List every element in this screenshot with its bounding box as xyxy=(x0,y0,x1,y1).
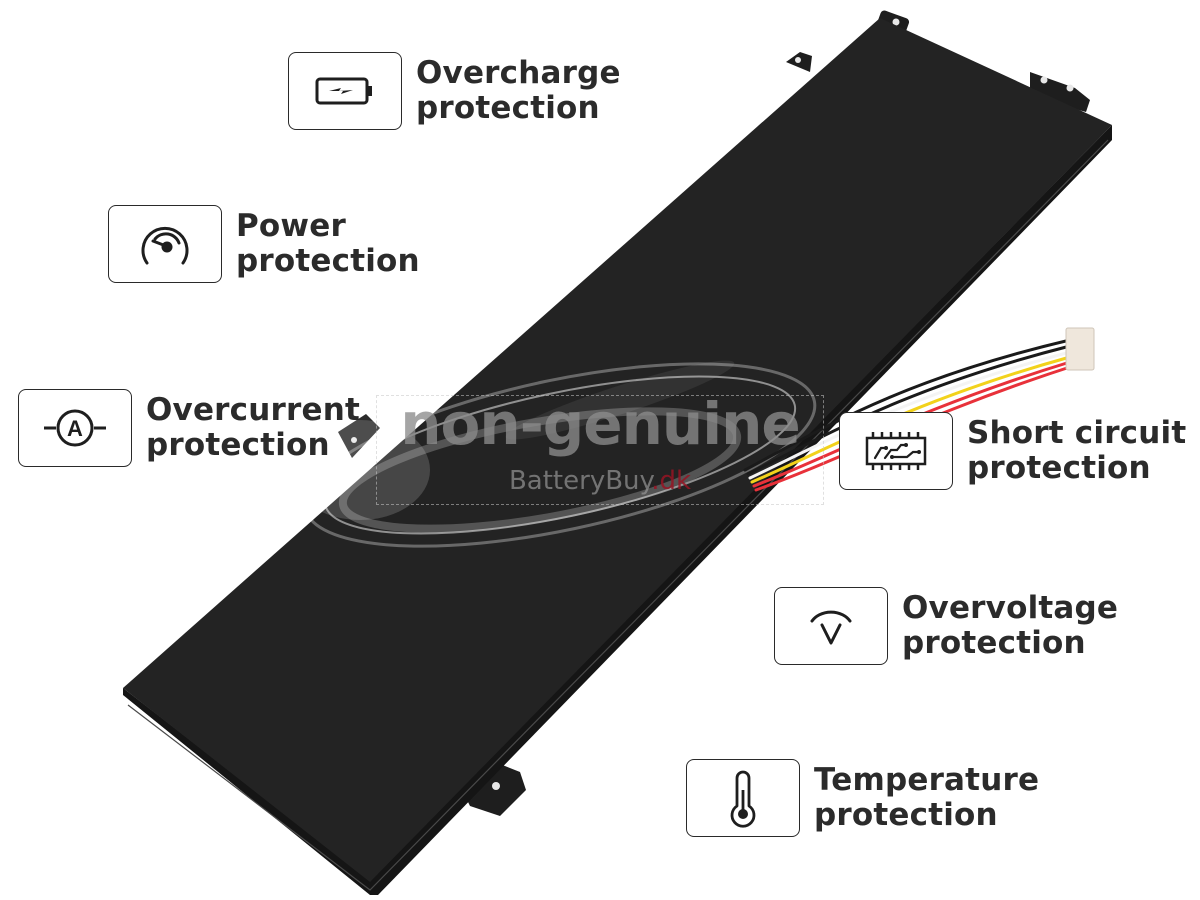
feature-icon-box xyxy=(774,587,888,665)
feature-overcharge: Overcharge protection xyxy=(288,52,621,130)
cable-connector xyxy=(1065,327,1095,371)
feature-subtitle: protection xyxy=(146,427,330,463)
feature-short-circuit: Short circuit protection xyxy=(839,412,1186,490)
circuit-chip-icon xyxy=(865,432,927,470)
feature-title: Overcurrent xyxy=(146,392,361,428)
battery-body xyxy=(123,18,1112,882)
feature-title: Overvoltage xyxy=(902,590,1119,626)
feature-title: Power xyxy=(236,208,346,244)
feature-icon-box: A xyxy=(18,389,132,467)
feature-subtitle: protection xyxy=(814,797,998,833)
feature-icon-box xyxy=(686,759,800,837)
feature-subtitle: protection xyxy=(902,625,1086,661)
battery-charge-icon xyxy=(315,77,372,105)
feature-temperature: Temperature protection xyxy=(686,759,1039,837)
feature-power: Power protection xyxy=(108,205,420,283)
feature-label: Temperature protection xyxy=(814,763,1039,833)
svg-text:A: A xyxy=(67,416,83,441)
feature-title: Overcharge xyxy=(416,55,621,91)
gauge-icon xyxy=(141,226,189,265)
ammeter-icon: A xyxy=(44,409,106,447)
light-swirl xyxy=(290,360,817,548)
voltage-icon xyxy=(810,610,852,645)
feature-overvoltage: Overvoltage protection xyxy=(774,587,1118,665)
feature-icon-box xyxy=(108,205,222,283)
feature-subtitle: protection xyxy=(416,90,600,126)
feature-label: Overvoltage protection xyxy=(902,591,1118,661)
feature-label: Overcurrent protection xyxy=(146,393,360,463)
feature-label: Power protection xyxy=(236,209,420,279)
thermometer-icon xyxy=(730,770,756,828)
feature-label: Overcharge protection xyxy=(416,56,621,126)
feature-subtitle: protection xyxy=(967,450,1151,486)
feature-subtitle: protection xyxy=(236,243,420,279)
feature-overcurrent: A Overcurrent protection xyxy=(18,389,360,467)
feature-title: Temperature xyxy=(814,762,1040,798)
feature-label: Short circuit protection xyxy=(967,416,1186,486)
feature-icon-box xyxy=(288,52,402,130)
feature-title: Short circuit xyxy=(967,415,1187,451)
feature-icon-box xyxy=(839,412,953,490)
